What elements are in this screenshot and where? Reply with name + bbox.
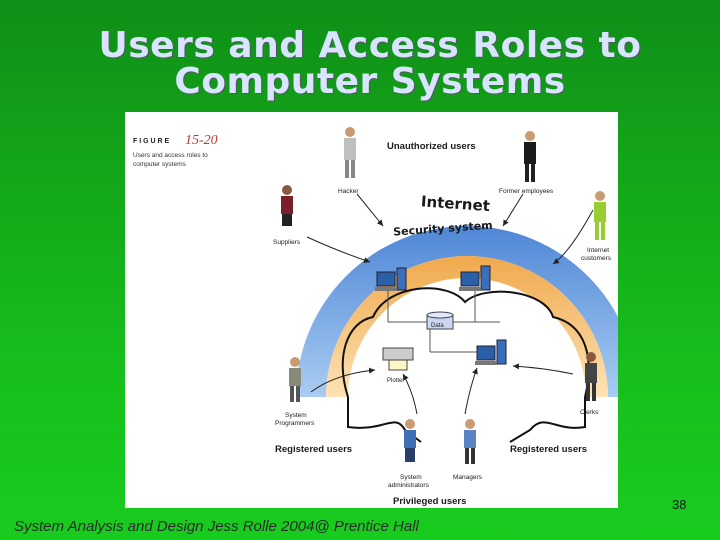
slide-title: Users and Access Roles to Computer Syste… [40, 28, 700, 100]
access-roles-diagram: F I G U R E 15-20 Users and access roles… [133, 127, 618, 507]
privileged-users-label: Privileged users [393, 496, 466, 507]
supplier-person-icon [281, 185, 293, 226]
system-programmers-label-1: System [285, 412, 307, 419]
plotter-label: Plotter [387, 378, 404, 384]
clerks-label: Clerks [580, 409, 599, 416]
internet-customers-label-2: customers [581, 255, 612, 262]
registered-users-right-label: Registered users [510, 444, 587, 455]
network-cloud [341, 287, 590, 398]
system-programmer-person-icon [289, 357, 301, 402]
network-boundary-left [347, 397, 422, 443]
access-arrows [306, 193, 594, 415]
figure-panel: F I G U R E 15-20 Users and access roles… [125, 112, 618, 508]
figure-word: F I G U R E [133, 138, 170, 145]
workstation-icon [375, 267, 407, 291]
workstation-icon [475, 339, 507, 365]
unauthorized-users-label: Unauthorized users [387, 141, 476, 152]
suppliers-label: Suppliers [273, 239, 301, 246]
internet-customer-person-icon [594, 191, 606, 240]
title-line-1: Users and Access Roles to [98, 25, 642, 66]
security-band [326, 256, 608, 397]
managers-label: Managers [453, 474, 483, 481]
footer-citation: System Analysis and Design Jess Rolle 20… [14, 518, 419, 535]
system-administrators-label-2: administrators [388, 482, 430, 489]
former-employee-person-icon [524, 131, 536, 182]
figure-number: 15-20 [185, 133, 218, 148]
plotter-icon: Plotter [382, 347, 414, 384]
system-programmers-label-2: Programmers [275, 420, 315, 427]
network-boundary-right [509, 397, 586, 443]
system-administrators-label-1: System [400, 474, 422, 481]
clerk-person-icon [585, 352, 597, 401]
workstation-icon [459, 265, 491, 291]
title-line-2: Computer Systems [174, 61, 566, 102]
caption-line-1: Users and access roles to [133, 152, 208, 159]
hacker-person-icon [344, 127, 356, 178]
caption-line-2: computer systems [133, 161, 186, 168]
hacker-label: Hacker [338, 188, 359, 195]
database-icon: Data [426, 311, 454, 330]
manager-person-icon [464, 419, 476, 464]
data-label: Data [431, 323, 444, 329]
former-employees-label: Former employees [499, 188, 554, 195]
internet-customers-label-1: Internet [587, 247, 609, 254]
internet-band [296, 226, 618, 397]
system-administrator-person-icon [404, 419, 416, 462]
page-number: 38 [672, 497, 687, 512]
internet-label: Internet [420, 192, 490, 215]
registered-users-left-label: Registered users [275, 444, 352, 455]
